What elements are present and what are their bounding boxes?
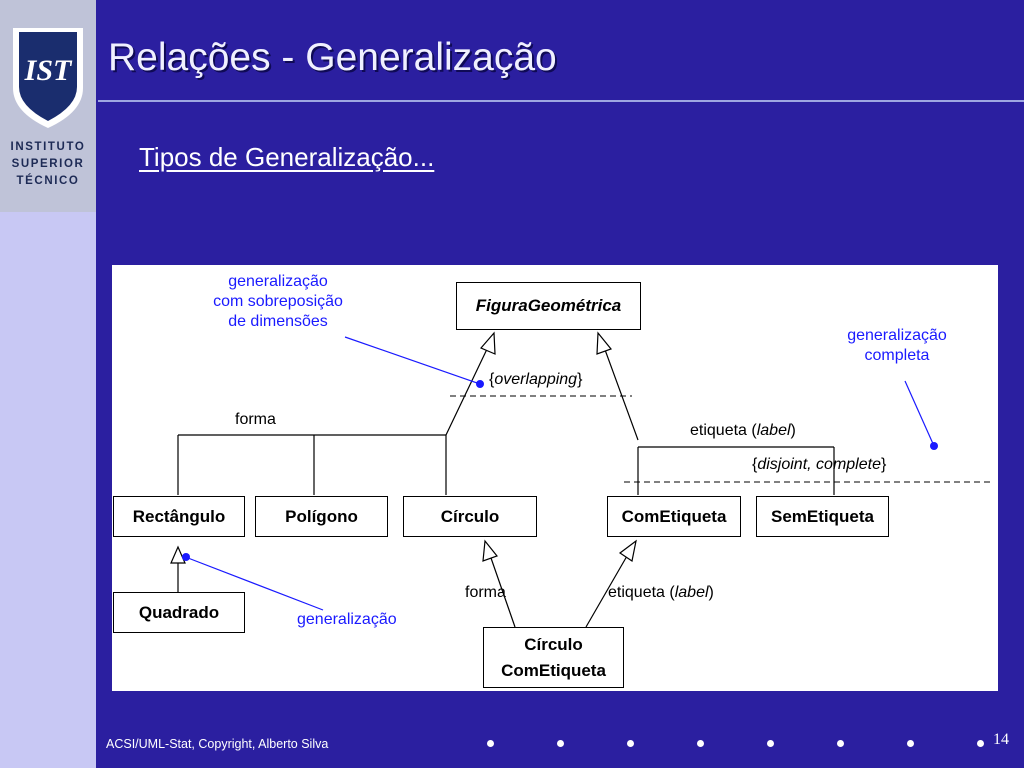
class-circulo[interactable]: Círculo (403, 496, 537, 537)
diagram-connectors (170, 331, 994, 628)
label-forma-top: forma (235, 411, 276, 428)
ist-logo: IST INSTITUTO SUPERIOR TÉCNICO (0, 0, 96, 212)
class-poligono[interactable]: Polígono (255, 496, 388, 537)
footer-dot (767, 740, 774, 747)
title-divider (98, 100, 1024, 102)
generalization-arrow (170, 545, 186, 564)
footer-dot (557, 740, 564, 747)
note-connector (344, 336, 481, 385)
logo-text: INSTITUTO SUPERIOR TÉCNICO (0, 139, 96, 190)
note-line: completa (864, 347, 930, 364)
footer-dots (480, 736, 1000, 754)
label-text-italic: label (756, 422, 791, 439)
generalization-arrow (480, 331, 496, 355)
note-complete-generalization: generalização completa (827, 326, 967, 366)
label-etiqueta-top: etiqueta (label) (690, 422, 796, 440)
constraint-brace: { (489, 371, 495, 388)
class-figura-geometrica[interactable]: FiguraGeométrica (456, 282, 641, 330)
generalization-arrow (482, 539, 498, 562)
uml-diagram: FiguraGeométrica Rectângulo Polígono Cír… (112, 265, 998, 691)
footer-dot (907, 740, 914, 747)
note-connector (904, 380, 935, 447)
slide-subtitle[interactable]: Tipos de Generalização... (139, 142, 435, 172)
class-circulo-com-etiqueta[interactable]: Círculo ComEtiqueta (483, 627, 624, 688)
etiqueta-generalization (603, 346, 835, 495)
label-text: ) (790, 422, 796, 439)
constraint-brace: { (752, 456, 758, 473)
constraint-text: disjoint, complete (757, 456, 881, 473)
note-overlap-generalization: generalização com sobreposição de dimens… (194, 272, 362, 332)
label-text: etiqueta ( (608, 584, 675, 601)
slide-title: Relações - Generalização (108, 36, 557, 79)
class-quadrado[interactable]: Quadrado (113, 592, 245, 633)
footer-dot (627, 740, 634, 747)
note-connector (187, 557, 324, 611)
class-com-etiqueta[interactable]: ComEtiqueta (607, 496, 741, 537)
footer-copyright: ACSI/UML-Stat, Copyright, Alberto Silva (106, 737, 329, 751)
constraint-disjoint-complete: {disjoint, complete} (752, 456, 886, 474)
shield-icon: IST (13, 28, 83, 128)
note-anchor (476, 380, 484, 388)
note-line: generalização (847, 327, 947, 344)
note-line: generalização (228, 273, 328, 290)
footer-dot (697, 740, 704, 747)
generalization-arrow (596, 331, 613, 355)
constraint-brace: } (577, 371, 583, 388)
note-anchor (182, 553, 190, 561)
note-anchor (930, 442, 938, 450)
logo-monogram: IST (24, 54, 73, 87)
class-sem-etiqueta[interactable]: SemEtiqueta (756, 496, 889, 537)
note-simple-generalization: generalização (297, 611, 397, 628)
logo-line: INSTITUTO (10, 141, 86, 153)
logo-line: TÉCNICO (16, 175, 80, 187)
note-line: com sobreposição (213, 293, 343, 310)
label-etiqueta-bottom: etiqueta (label) (608, 584, 714, 602)
note-line: de dimensões (228, 313, 328, 330)
logo-line: SUPERIOR (11, 158, 85, 170)
sidebar: IST INSTITUTO SUPERIOR TÉCNICO (0, 0, 96, 768)
constraint-text: overlapping (494, 371, 578, 388)
label-text-italic: label (674, 584, 709, 601)
footer-dot (487, 740, 494, 747)
forma-generalization (177, 346, 489, 495)
label-forma-bottom: forma (465, 584, 506, 601)
constraint-overlapping: {overlapping} (489, 371, 582, 389)
constraint-brace: } (880, 456, 887, 473)
label-text: ) (708, 584, 714, 601)
generalization-arrow (618, 539, 637, 562)
footer-dot (977, 740, 984, 747)
class-name-line: Círculo (524, 634, 583, 654)
page-number: 14 (993, 731, 1009, 748)
class-rectangulo[interactable]: Rectângulo (113, 496, 245, 537)
class-name-line: ComEtiqueta (501, 660, 606, 680)
footer-dot (837, 740, 844, 747)
label-text: etiqueta ( (690, 422, 757, 439)
